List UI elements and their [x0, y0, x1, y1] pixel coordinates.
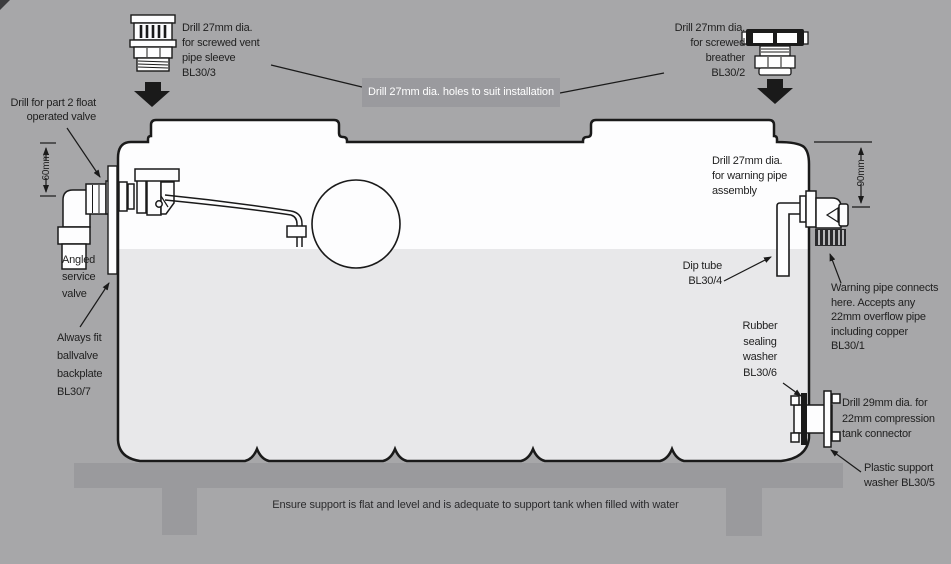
page-corner-artifact [0, 0, 10, 10]
dip-tube-label: Dip tube BL30/4 [682, 260, 723, 287]
support-washer-label: Plastic support washer BL30/5 [864, 462, 935, 489]
warning-pipe-knurled-nut [815, 229, 846, 246]
breather-icon [741, 29, 809, 76]
valve-lever [134, 168, 180, 182]
leader-dip-tube [723, 256, 772, 282]
tank-outline [116, 118, 811, 463]
dimension-90mm [814, 141, 872, 208]
dimension-90mm-label: 90mm [855, 159, 867, 187]
float-valve-assembly [118, 168, 307, 247]
leader-banner-to-breather [559, 72, 665, 94]
support-leg-right [726, 488, 762, 536]
leader-backplate [79, 282, 110, 328]
float-arm-clamp [286, 225, 307, 238]
vent-sleeve-label: Drill 27mm dia. for screwed vent pipe sl… [182, 22, 260, 79]
down-arrow-icon-right [757, 79, 793, 104]
tank-connector-label: Drill 29mm dia. for 22mm compression tan… [842, 397, 935, 440]
dimension-60mm-label: 60mm [40, 153, 52, 181]
dimension-60mm [40, 142, 56, 197]
drill-holes-banner: Drill 27mm dia. holes to suit installati… [362, 78, 560, 107]
leader-rubber-washer [782, 382, 802, 397]
vent-sleeve-icon [129, 14, 177, 72]
angled-valve-label: Angled service valve [62, 254, 96, 300]
support-platform [74, 463, 843, 536]
support-leg-left [162, 488, 197, 535]
tank [116, 118, 811, 463]
rubber-sealing-washer [801, 393, 807, 445]
ballvalve-backplate [107, 165, 118, 275]
backplate-label: Always fit ballvalve backplate BL30/7 [57, 332, 103, 398]
warning-assembly-label: Drill 27mm dia. for warning pipe assembl… [712, 155, 788, 197]
dip-tube [776, 202, 810, 277]
down-arrow-icon-left [134, 82, 170, 107]
leader-lines [66, 64, 862, 473]
support-note: Ensure support is flat and level and is … [272, 499, 679, 511]
float-ball [311, 179, 401, 269]
warning-pipe-fitting [799, 190, 849, 229]
leader-float-valve [66, 127, 101, 178]
warning-connects-label: Warning pipe connects here. Accepts any … [831, 282, 939, 353]
tank-connector [790, 390, 841, 448]
float-valve-label: Drill for part 2 float operated valve [10, 97, 97, 123]
plastic-support-washer [823, 390, 832, 448]
leader-warning-connects [829, 253, 842, 284]
leader-vent-to-banner [270, 64, 363, 88]
breather-label: Drill 27mm dia. for screwed breather BL3… [674, 22, 746, 79]
leader-support-washer [830, 449, 862, 473]
rubber-washer-label: Rubber sealing washer BL30/6 [742, 320, 778, 379]
water [118, 249, 809, 461]
